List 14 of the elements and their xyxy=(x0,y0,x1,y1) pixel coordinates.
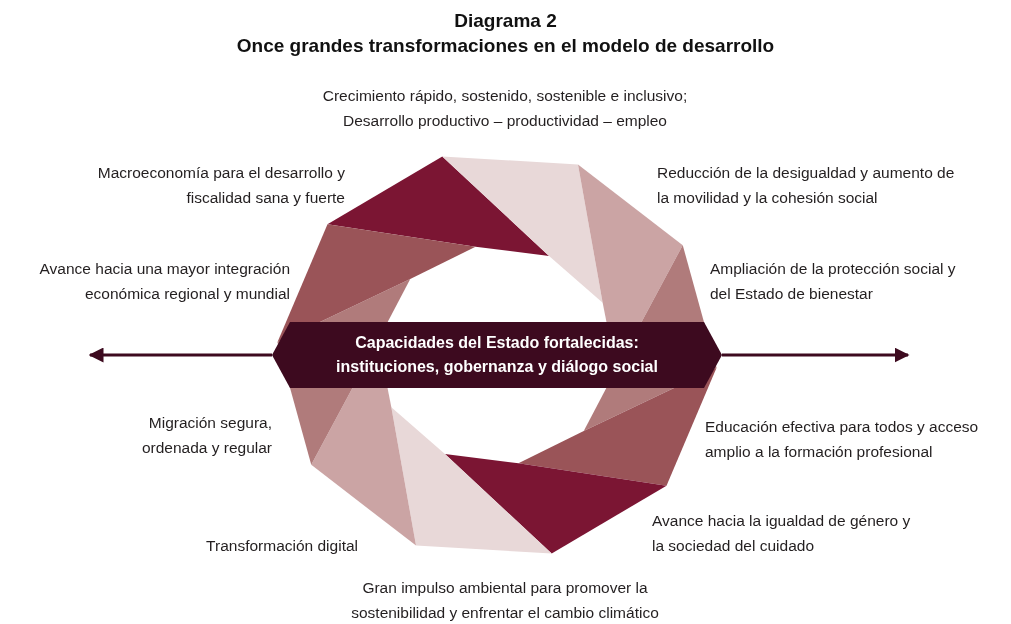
theme-label: Crecimiento rápido, sostenido, sostenible e inclusivo; Desarrollo productivo – productividad – empleo xyxy=(321,86,689,131)
diagram-number: Diagrama 2 xyxy=(453,9,558,33)
theme-label: Macroeconomía para el desarrollo y fiscalidad sana y fuerte xyxy=(96,163,345,208)
theme-label: Ampliación de la protección social y del Estado de bienestar xyxy=(710,259,957,304)
central-banner xyxy=(272,322,722,388)
theme-label: Reducción de la desigualdad y aumento de la movilidad y la cohesión social xyxy=(657,163,956,208)
theme-label: Educación efectiva para todos y acceso amplio a la formación profesional xyxy=(705,417,980,462)
theme-label: Migración segura, ordenada y regular xyxy=(140,413,272,458)
theme-label: Avance hacia la igualdad de género y la sociedad del cuidado xyxy=(652,511,912,556)
node-text: Capacidades del Estado fortalecidas: instituciones, gobernanza y diálogo social xyxy=(335,333,659,377)
theme-label: Transformación digital xyxy=(205,536,358,556)
theme-label: Avance hacia una mayor integración económica regional y mundial xyxy=(38,259,290,304)
title: Once grandes transformaciones en el modelo de desarrollo xyxy=(235,34,776,58)
theme-label: Gran impulso ambiental para promover la sostenibilidad y enfrentar el cambio climático xyxy=(350,578,660,623)
